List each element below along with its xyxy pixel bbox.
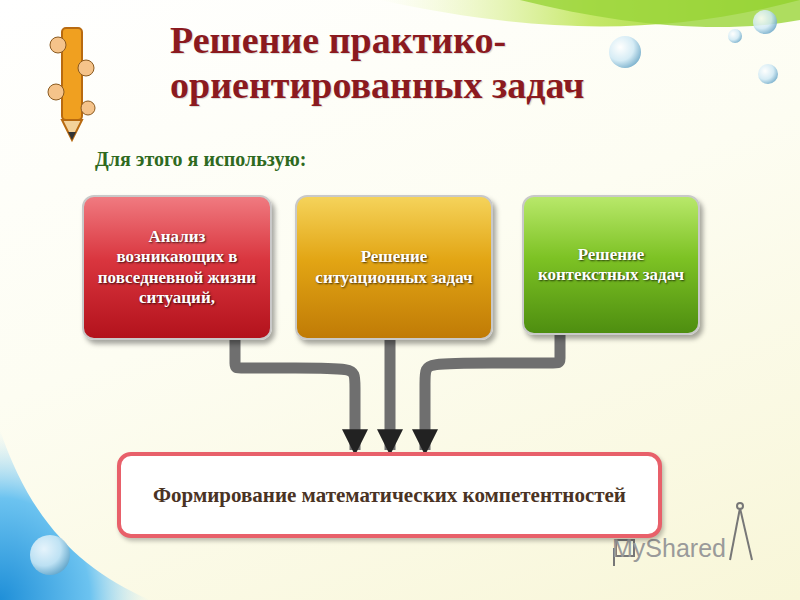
box-text: Решение ситуационных задач <box>309 247 479 288</box>
water-drop <box>753 10 777 34</box>
water-drop <box>758 64 778 84</box>
flow-arrow <box>235 340 355 450</box>
yellow-box: Решение ситуационных задач <box>295 195 493 340</box>
red-box: Анализ возникающих в повседневной жизни … <box>82 195 272 340</box>
box-text: Решение контекстных задач <box>536 245 686 286</box>
water-drop <box>609 36 641 68</box>
water-drop <box>30 535 70 575</box>
pencil-icon <box>48 28 95 140</box>
flow-arrow <box>385 340 396 450</box>
green-box: Решение контекстных задач <box>522 195 700 335</box>
subtitle: Для этого я использую: <box>95 148 306 171</box>
box-text: Формирование математических компетентнос… <box>153 480 626 510</box>
result-box: Формирование математических компетентнос… <box>117 452 662 538</box>
watermark: MyShared <box>612 534 726 563</box>
box-text: Анализ возникающих в повседневной жизни … <box>96 227 258 309</box>
flow-arrow <box>425 335 560 450</box>
slide-title: Решение практико-ориентированных задач <box>170 18 710 108</box>
water-drop <box>728 29 742 43</box>
